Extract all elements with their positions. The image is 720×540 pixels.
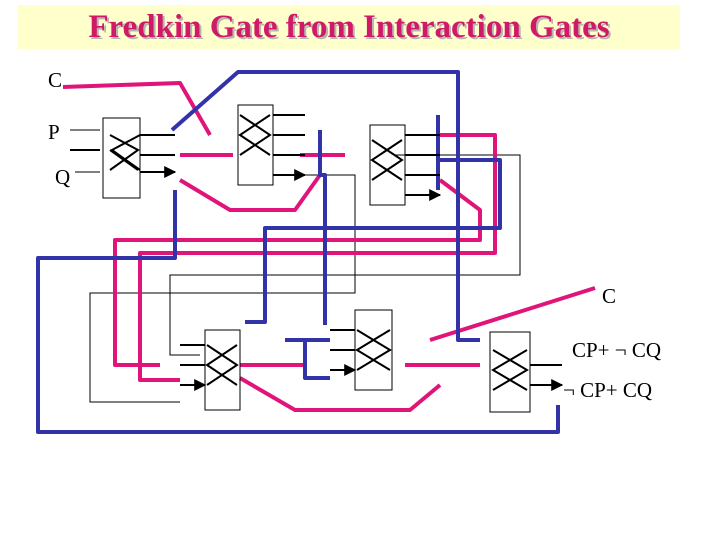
input-label-c: C: [48, 68, 63, 92]
output-label-c: C: [602, 284, 617, 308]
input-label-q: Q: [55, 165, 71, 189]
output-label-2: ¬ CP+ CQ: [563, 378, 653, 402]
gate-3: [369, 124, 440, 205]
gate-4: [180, 329, 241, 411]
output-label-1: CP+ ¬ CQ: [572, 338, 662, 362]
page-title: Fredkin Gate from Interaction Gates: [88, 9, 610, 45]
thin-wires: [70, 129, 521, 403]
gate-1: [70, 117, 175, 199]
magenta-wires: [62, 81, 596, 412]
title-banner: Fredkin Gate from Interaction Gates: [18, 5, 680, 49]
gate-2: [237, 104, 305, 185]
input-label-p: P: [48, 120, 60, 144]
gate-5: [330, 309, 393, 391]
gate-6: [489, 331, 562, 413]
blue-wires: [36, 70, 560, 434]
